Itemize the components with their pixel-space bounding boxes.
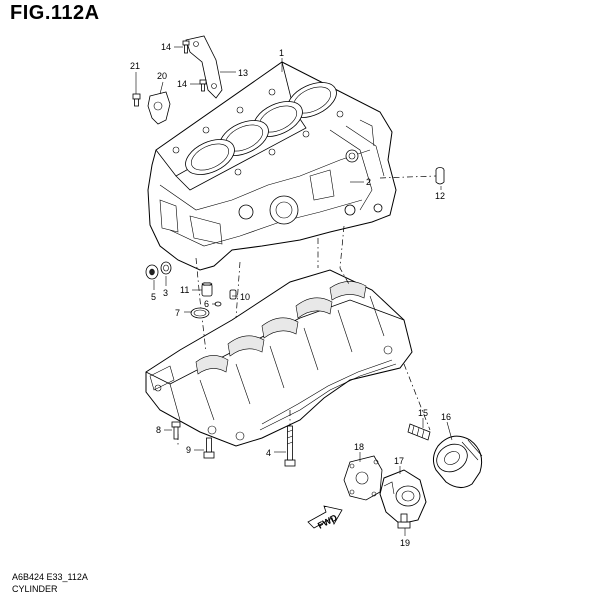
bolt-part bbox=[397, 513, 411, 529]
bolt-part bbox=[171, 421, 181, 440]
cylinder-block bbox=[147, 61, 397, 271]
direction-arrow: FWD bbox=[307, 505, 343, 531]
callout-11: 11 bbox=[180, 285, 189, 295]
bracket-part bbox=[185, 35, 223, 99]
callout-17: 17 bbox=[394, 456, 404, 466]
callout-12: 12 bbox=[435, 191, 445, 201]
stud-part bbox=[407, 423, 431, 441]
seal-part bbox=[145, 264, 159, 280]
sensor-part bbox=[147, 91, 171, 125]
alignment-line bbox=[195, 257, 207, 353]
leader-lines bbox=[135, 46, 453, 536]
diagram-code: A6B424 E33_112A bbox=[12, 572, 88, 582]
callout-10: 10 bbox=[240, 292, 250, 302]
callout-13: 13 bbox=[238, 68, 248, 78]
callout-3: 3 bbox=[163, 288, 168, 298]
callout-6: 6 bbox=[204, 299, 209, 309]
lower-crankcase bbox=[145, 269, 413, 447]
callout-2: 2 bbox=[366, 177, 371, 187]
callout-4: 4 bbox=[266, 448, 271, 458]
oil-filter-part bbox=[432, 435, 483, 488]
bolt-part bbox=[199, 79, 207, 92]
callout-8: 8 bbox=[156, 425, 161, 435]
alignment-line bbox=[339, 225, 351, 287]
callout-16: 16 bbox=[441, 412, 451, 422]
callout-21: 21 bbox=[130, 61, 140, 71]
alignment-line bbox=[235, 261, 241, 319]
callout-1: 1 bbox=[279, 48, 284, 58]
gasket-part bbox=[343, 455, 383, 501]
section-name: CYLINDER bbox=[12, 584, 58, 594]
bolt-part bbox=[284, 425, 296, 467]
alignment-line bbox=[403, 363, 431, 431]
o-ring-part bbox=[190, 307, 210, 319]
callout-15: 15 bbox=[418, 408, 428, 418]
callout-19: 19 bbox=[400, 538, 410, 548]
dowel-part bbox=[201, 282, 213, 297]
figure-title: FIG.112A bbox=[10, 2, 100, 24]
callout-14a: 14 bbox=[161, 42, 171, 52]
bolt-part bbox=[203, 437, 215, 459]
bolt-part bbox=[182, 40, 190, 54]
callout-9: 9 bbox=[186, 445, 191, 455]
alignment-line bbox=[379, 175, 437, 179]
callout-5: 5 bbox=[151, 292, 156, 302]
bolt-part bbox=[132, 93, 141, 107]
dowel-part bbox=[229, 289, 237, 300]
callout-20: 20 bbox=[157, 71, 167, 81]
ring-part bbox=[160, 261, 172, 275]
callout-18: 18 bbox=[354, 442, 364, 452]
plug-part bbox=[435, 167, 445, 185]
callout-14b: 14 bbox=[177, 79, 187, 89]
filter-stand-part bbox=[379, 469, 427, 525]
callout-7: 7 bbox=[175, 308, 180, 318]
